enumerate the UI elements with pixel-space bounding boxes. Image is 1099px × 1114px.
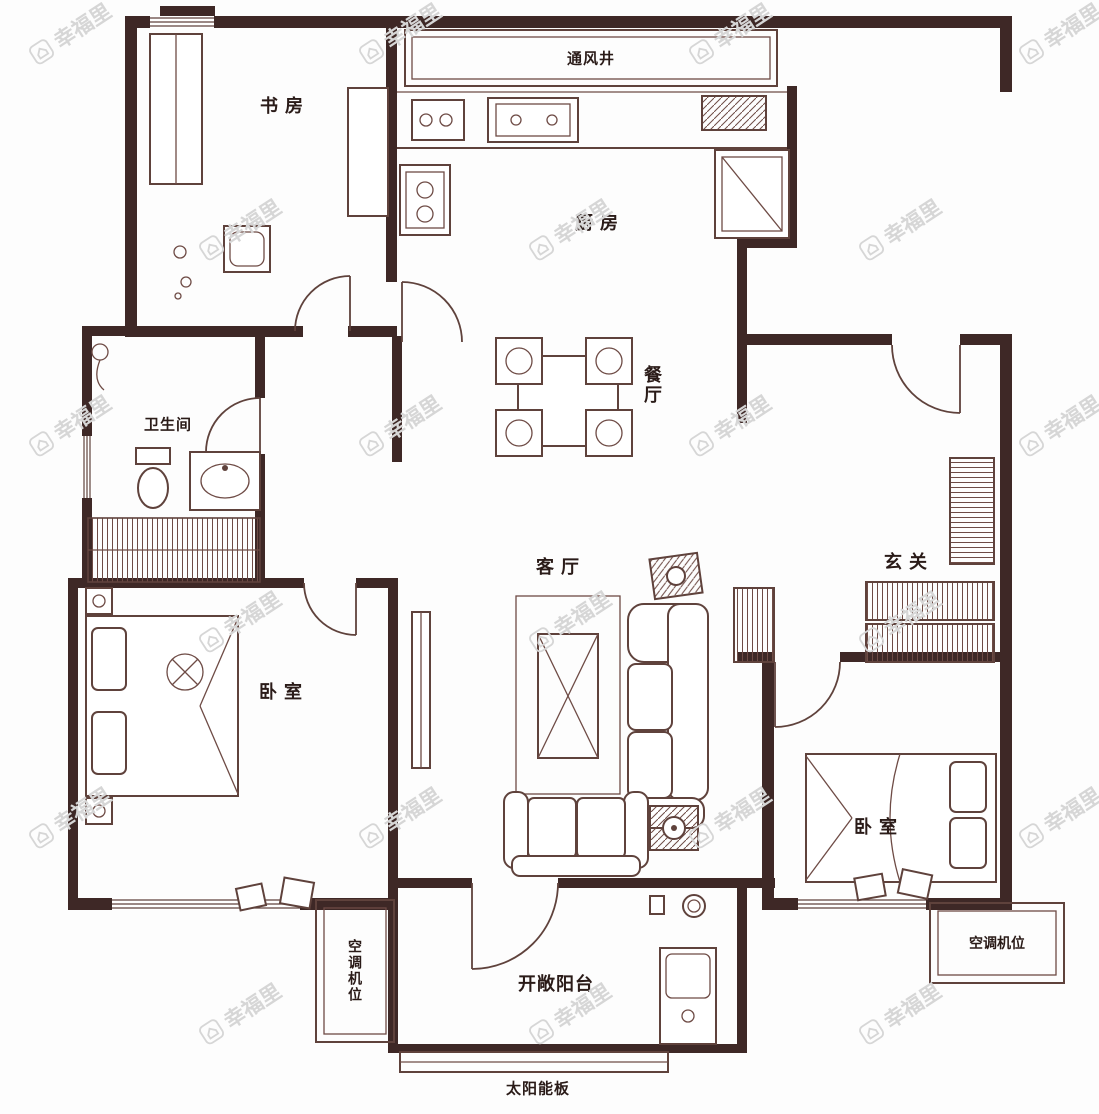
doors — [205, 275, 961, 970]
solar-panel-strip — [399, 1051, 669, 1073]
window-bedroom-right — [798, 898, 926, 910]
tap — [649, 895, 665, 915]
room-label-bedroom-right: 卧 室 — [853, 817, 899, 837]
room-label-kitchen: 厨 房 — [574, 213, 620, 233]
rug-coffee-table — [515, 595, 621, 795]
door-bathroom — [205, 397, 261, 453]
room-label-ac-left: 空调机位 — [347, 939, 363, 1003]
dining-chair — [585, 409, 633, 457]
nightstand — [85, 797, 113, 825]
bed-right — [805, 753, 997, 883]
desk-chair — [223, 225, 271, 273]
vent-shaft-box — [404, 29, 778, 87]
vanity-sink — [189, 451, 261, 511]
decor-box — [234, 882, 268, 912]
door-kitchen — [401, 281, 463, 343]
decor-box — [896, 867, 934, 901]
shoe-cabinet — [865, 581, 995, 663]
room-label-vent-shaft: 通风井 — [566, 50, 616, 68]
decor-box — [853, 872, 887, 902]
room-label-dining: 餐厅 — [642, 365, 662, 405]
bucket — [682, 894, 706, 918]
decor-box — [278, 876, 316, 910]
sofa-small — [503, 791, 649, 877]
door-bedroom-left — [303, 582, 357, 636]
dining-set — [495, 337, 633, 457]
room-label-ac-right: 空调机位 — [969, 935, 1025, 951]
shower-head — [91, 343, 109, 391]
bed-left — [85, 615, 239, 797]
dining-chair — [495, 409, 543, 457]
kitchen-counter — [397, 91, 787, 149]
window-bathroom — [82, 436, 92, 498]
room-label-balcony: 开敞阳台 — [518, 974, 594, 994]
fan-box — [649, 805, 699, 851]
room-label-study: 书 房 — [259, 96, 305, 116]
window-study-top — [150, 16, 214, 28]
door-study — [294, 275, 351, 332]
room-label-living: 客 厅 — [535, 557, 581, 577]
ac-platform-right — [929, 902, 1065, 984]
entry-cabinet-tall — [949, 457, 995, 565]
door-balcony — [471, 882, 559, 970]
plant-box — [648, 551, 704, 601]
toilet — [135, 447, 171, 509]
room-label-entry: 玄 关 — [883, 552, 929, 572]
ac-platform-left — [315, 899, 395, 1043]
furniture — [85, 29, 1065, 1073]
room-label-bathroom: 卫生间 — [143, 416, 193, 434]
side-cabinet — [733, 587, 775, 663]
fridge — [714, 149, 790, 239]
windows — [82, 16, 926, 910]
dining-chair — [495, 337, 543, 385]
desk — [347, 87, 389, 217]
bookshelf — [149, 33, 203, 185]
cooktop — [399, 164, 451, 236]
kitchen-sink — [487, 97, 579, 143]
dining-chair — [585, 337, 633, 385]
washing-machine — [659, 947, 717, 1045]
window-bedroom-left — [112, 898, 300, 910]
room-label-bedroom-left: 卧 室 — [258, 682, 304, 702]
room-label-solar-panel: 太阳能板 — [505, 1080, 571, 1098]
door-main-entry — [891, 344, 961, 414]
door-bedroom-right — [774, 661, 841, 728]
nightstand — [85, 587, 113, 615]
tv-cabinet — [411, 611, 431, 769]
flue-box — [701, 95, 767, 131]
wardrobe-closet — [87, 517, 261, 583]
small-appliance — [411, 99, 465, 141]
